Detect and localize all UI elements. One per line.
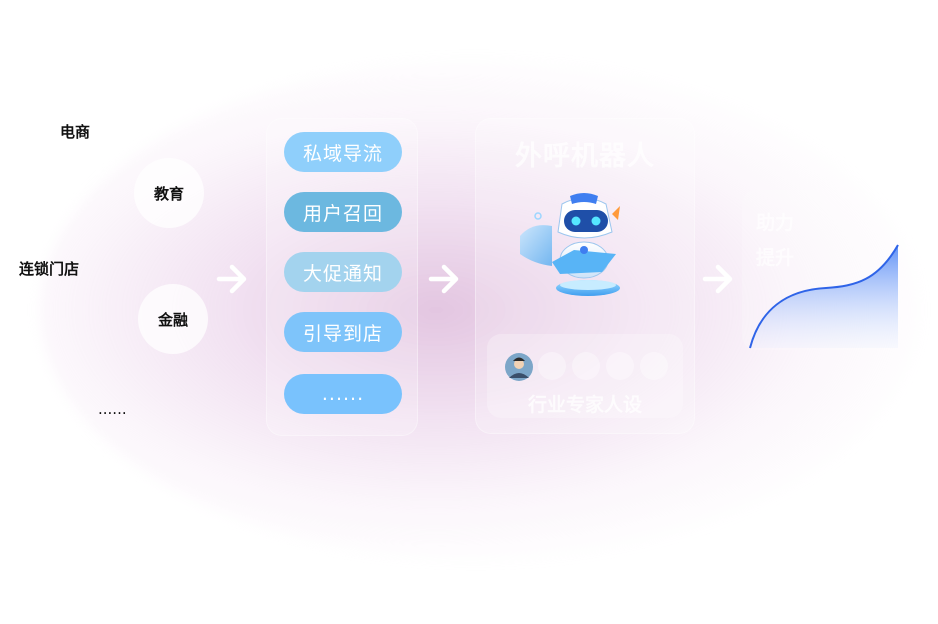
scenario-label: ...... [322, 383, 364, 405]
scenario-label: 用户召回 [303, 199, 383, 226]
persona-dot [640, 352, 668, 380]
scenario-label: 引导到店 [303, 319, 383, 346]
robot-title: 外呼机器人 [475, 134, 695, 173]
result-line-1: 助力 [756, 208, 794, 235]
scenario-label: 大促通知 [303, 259, 383, 286]
industry-education: 教育 [154, 183, 184, 204]
scenario-label: 私域导流 [303, 139, 383, 166]
persona-dot [572, 352, 600, 380]
scenario-pill-1: 用户召回 [284, 192, 402, 232]
persona-label: 行业专家人设 [487, 390, 683, 417]
industry-more: ...... [98, 400, 127, 418]
scenario-pill-2: 大促通知 [284, 252, 402, 292]
persona-dot [538, 352, 566, 380]
industry-education-bubble: 教育 [134, 158, 204, 228]
arrow-right-icon [215, 262, 249, 296]
scenario-pill-4: ...... [284, 374, 402, 414]
persona-dot [606, 352, 634, 380]
industry-finance-bubble: 金融 [138, 284, 208, 354]
arrow-right-icon [701, 262, 735, 296]
scenario-pill-3: 引导到店 [284, 312, 402, 352]
arrow-right-icon [427, 262, 461, 296]
industry-chain-store: 连锁门店 [19, 258, 79, 279]
growth-curve [746, 240, 902, 352]
industry-finance: 金融 [158, 309, 188, 330]
robot-icon [512, 192, 642, 302]
industry-ecommerce: 电商 [60, 121, 90, 142]
avatar [504, 352, 534, 382]
scenario-pill-0: 私域导流 [284, 132, 402, 172]
